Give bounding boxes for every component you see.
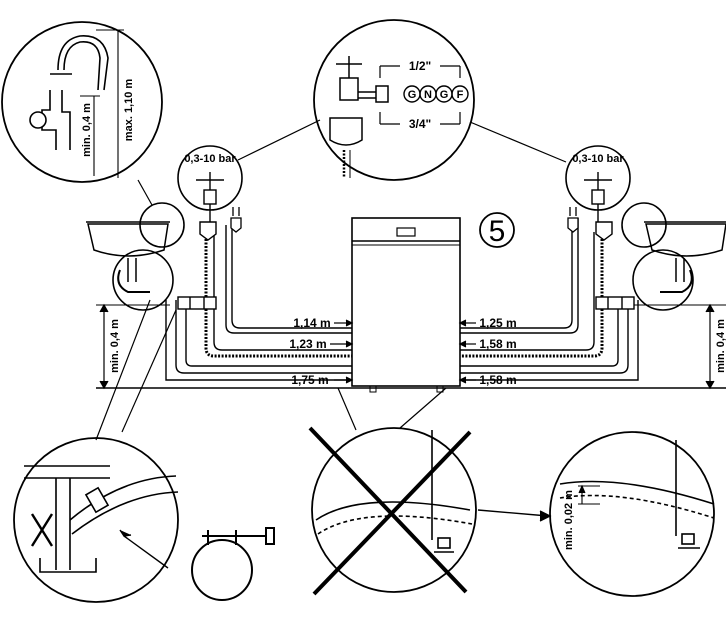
thread-code-1: G bbox=[408, 89, 417, 101]
max-height-label: max. 1,10 m bbox=[123, 79, 135, 142]
wrong-routing-detail bbox=[308, 387, 552, 596]
distance-left-1: 1,14 m bbox=[293, 316, 330, 330]
siphon-circles bbox=[112, 202, 694, 311]
distance-left-2: 1,23 m bbox=[289, 337, 326, 351]
thread-size-top: 1/2" bbox=[409, 59, 431, 73]
min-floor-height-left: min. 0,4 m bbox=[109, 319, 121, 373]
thread-size-bottom: 3/4" bbox=[409, 117, 431, 131]
clamp-detail bbox=[13, 299, 275, 603]
distance-right-3: 1,58 m bbox=[479, 373, 516, 387]
thread-codes: G N G F bbox=[403, 85, 469, 103]
min-floor-height-right: min. 0,4 m bbox=[715, 319, 726, 373]
tap-detail-right: 0,3-10 bar bbox=[565, 145, 631, 222]
figure-number: 5 bbox=[489, 215, 506, 248]
hose-clip-icon bbox=[191, 527, 275, 601]
hoses-right bbox=[460, 218, 639, 381]
pressure-label-left: 0,3-10 bar bbox=[184, 153, 236, 165]
hoses-left bbox=[165, 225, 352, 381]
dishwasher bbox=[351, 217, 461, 393]
slope-detail: min. 0,02 m bbox=[549, 431, 715, 597]
min-siphon-height-label: min. 0,4 m bbox=[81, 103, 93, 157]
figure-number-badge: 5 bbox=[479, 212, 515, 248]
thread-code-4: F bbox=[457, 89, 464, 101]
siphon-height-detail: max. 1,10 m min. 0,4 m bbox=[1, 21, 163, 206]
min-slope-label: min. 0,02 m bbox=[563, 490, 575, 550]
thread-detail: 1/2" 3/4" G N G F bbox=[237, 19, 567, 181]
hose-clamps bbox=[177, 296, 635, 310]
thread-code-2: N bbox=[424, 89, 432, 101]
tap-detail-left: 0,3-10 bar bbox=[177, 145, 243, 222]
plug-icon bbox=[230, 207, 579, 233]
distance-labels: 1,14 m 1,23 m 1,75 m 1,25 m 1,58 m 1,58 … bbox=[289, 316, 516, 387]
floor-height-dims: min. 0,4 m min. 0,4 m bbox=[99, 303, 726, 390]
sink-left bbox=[86, 221, 170, 293]
distance-left-3: 1,75 m bbox=[291, 373, 328, 387]
sink-right bbox=[644, 221, 726, 293]
distance-right-1: 1,25 m bbox=[479, 316, 516, 330]
distance-right-2: 1,58 m bbox=[479, 337, 516, 351]
aquastop-valves bbox=[199, 221, 613, 241]
thread-code-3: G bbox=[440, 89, 449, 101]
pressure-label-right: 0,3-10 bar bbox=[572, 153, 624, 165]
